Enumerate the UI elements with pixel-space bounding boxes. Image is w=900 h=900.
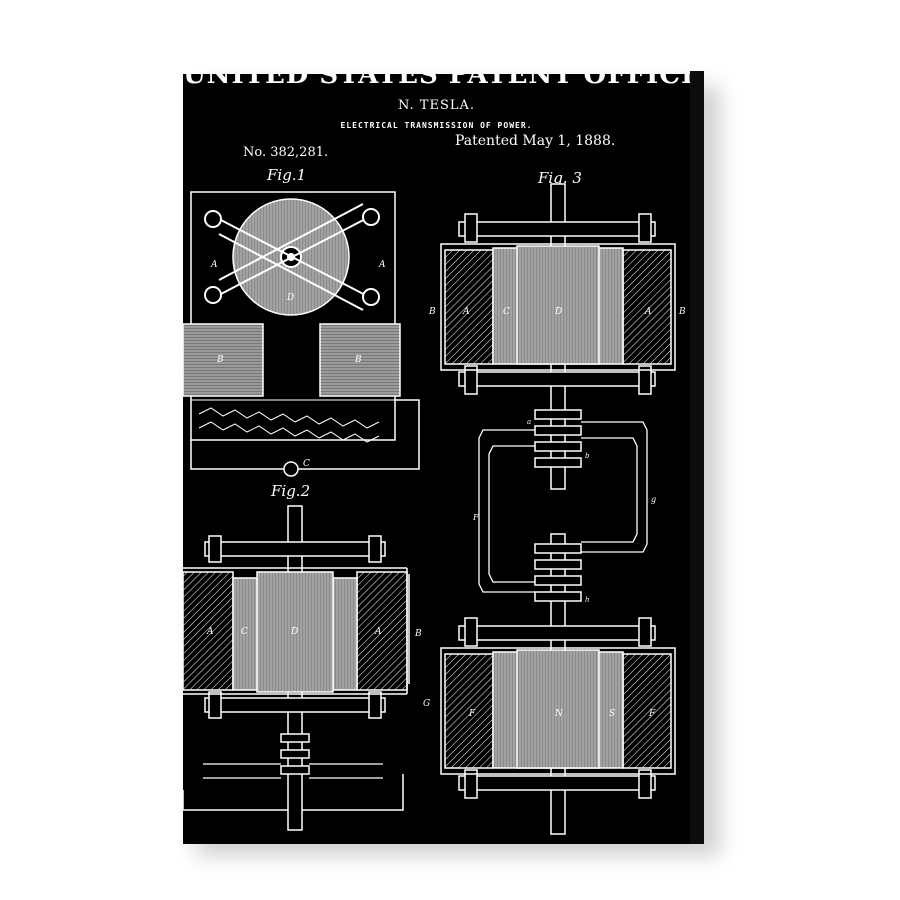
fig3-label-g-right: g xyxy=(651,495,656,504)
canvas-side-edge xyxy=(690,71,704,844)
patent-title: ELECTRICAL TRANSMISSION OF POWER. xyxy=(340,121,533,130)
fig3-label-small-b: b xyxy=(585,452,590,460)
fig2-label-a-right: A xyxy=(374,627,382,637)
fig3-label-s: S xyxy=(609,709,615,719)
fig3-label-small-h: h xyxy=(585,596,590,604)
patent-date: Patented May 1, 1888. xyxy=(455,133,616,149)
fig2-drawing: A C D A B xyxy=(183,505,422,831)
fig3-label-a-left: A xyxy=(462,307,470,317)
fig3-label-b-left: B xyxy=(428,307,436,317)
fig2-label-b: B xyxy=(414,629,422,639)
fig3-label-g: G xyxy=(423,699,430,709)
patent-office-heading: UNITED STATES PATENT OFFICE. xyxy=(183,74,690,90)
patent-print: UNITED STATES PATENT OFFICE. N. TESLA. E… xyxy=(183,74,690,844)
patent-number: No. 382,281. xyxy=(243,145,329,160)
fig1-label-b-left: B xyxy=(216,355,224,365)
fig1-label: Fig.1 xyxy=(267,166,307,184)
fig3-label-n: N xyxy=(554,709,564,719)
fig3-label: Fig. 3 xyxy=(538,169,582,187)
inventor-name: N. TESLA. xyxy=(397,98,476,113)
fig3-label-small-a: a xyxy=(527,418,531,426)
fig3-label-c: C xyxy=(503,307,510,317)
fig2-label-a-left: A xyxy=(206,627,214,637)
fig3-label-a-right: A xyxy=(644,307,652,317)
fig1-label-c: C xyxy=(303,459,310,469)
fig3-label-f-inner-left: F xyxy=(468,709,476,719)
fig2-label-d: D xyxy=(290,627,298,637)
fig2-label-c: C xyxy=(241,627,248,637)
fig2-label: Fig.2 xyxy=(271,482,311,500)
fig3-label-f-left: F xyxy=(472,513,479,522)
fig1-drawing: A A D B B C xyxy=(183,191,420,477)
fig3-label-b-right: B xyxy=(678,307,686,317)
fig3-label-f-right: F xyxy=(648,709,656,719)
fig1-label-a-left: A xyxy=(210,260,218,270)
fig1-label-b-right: B xyxy=(354,355,362,365)
patent-drawing: A A D B B C xyxy=(183,183,686,835)
fig3-label-d: D xyxy=(554,307,562,317)
fig1-label-a-right: A xyxy=(378,260,386,270)
fig1-label-d: D xyxy=(286,293,294,303)
fig3-drawing: A C D A B B a b F xyxy=(423,183,686,835)
